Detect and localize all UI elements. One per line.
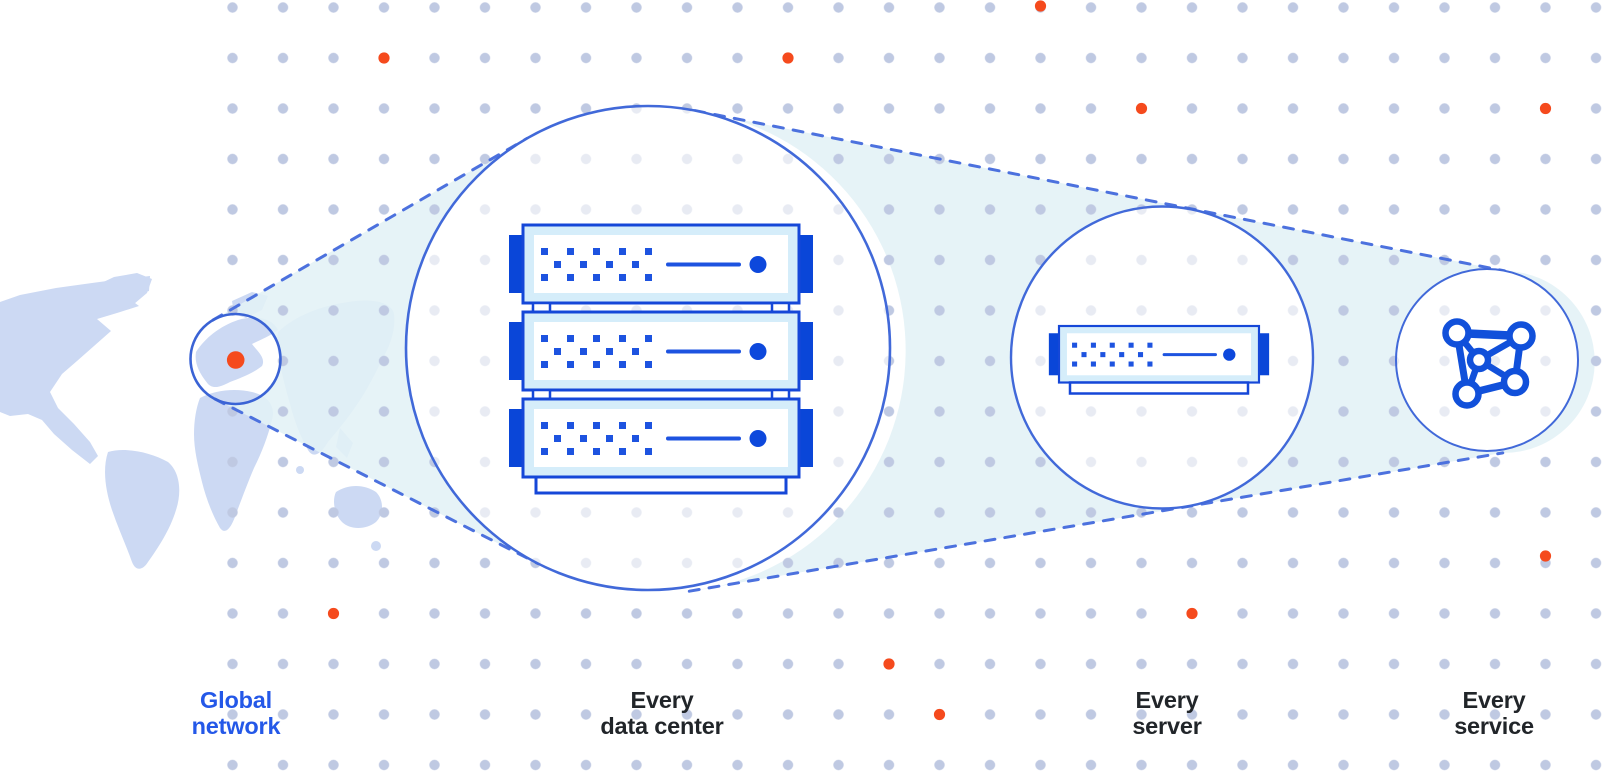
location-marker-icon [226,351,245,369]
label-every-service: Every service [1454,687,1534,739]
single-server-icon [1047,324,1271,395]
zoom-dashed-lines [211,109,1507,593]
server-rack-icon [507,223,815,495]
accent-dots [327,0,1552,721]
label-global-network: Global network [191,687,281,739]
label-every-data-center: Every data center [600,687,724,739]
mesh-network-icon [1442,318,1536,409]
globe-highlight-circle [189,312,282,406]
label-every-server: Every server [1132,687,1202,739]
